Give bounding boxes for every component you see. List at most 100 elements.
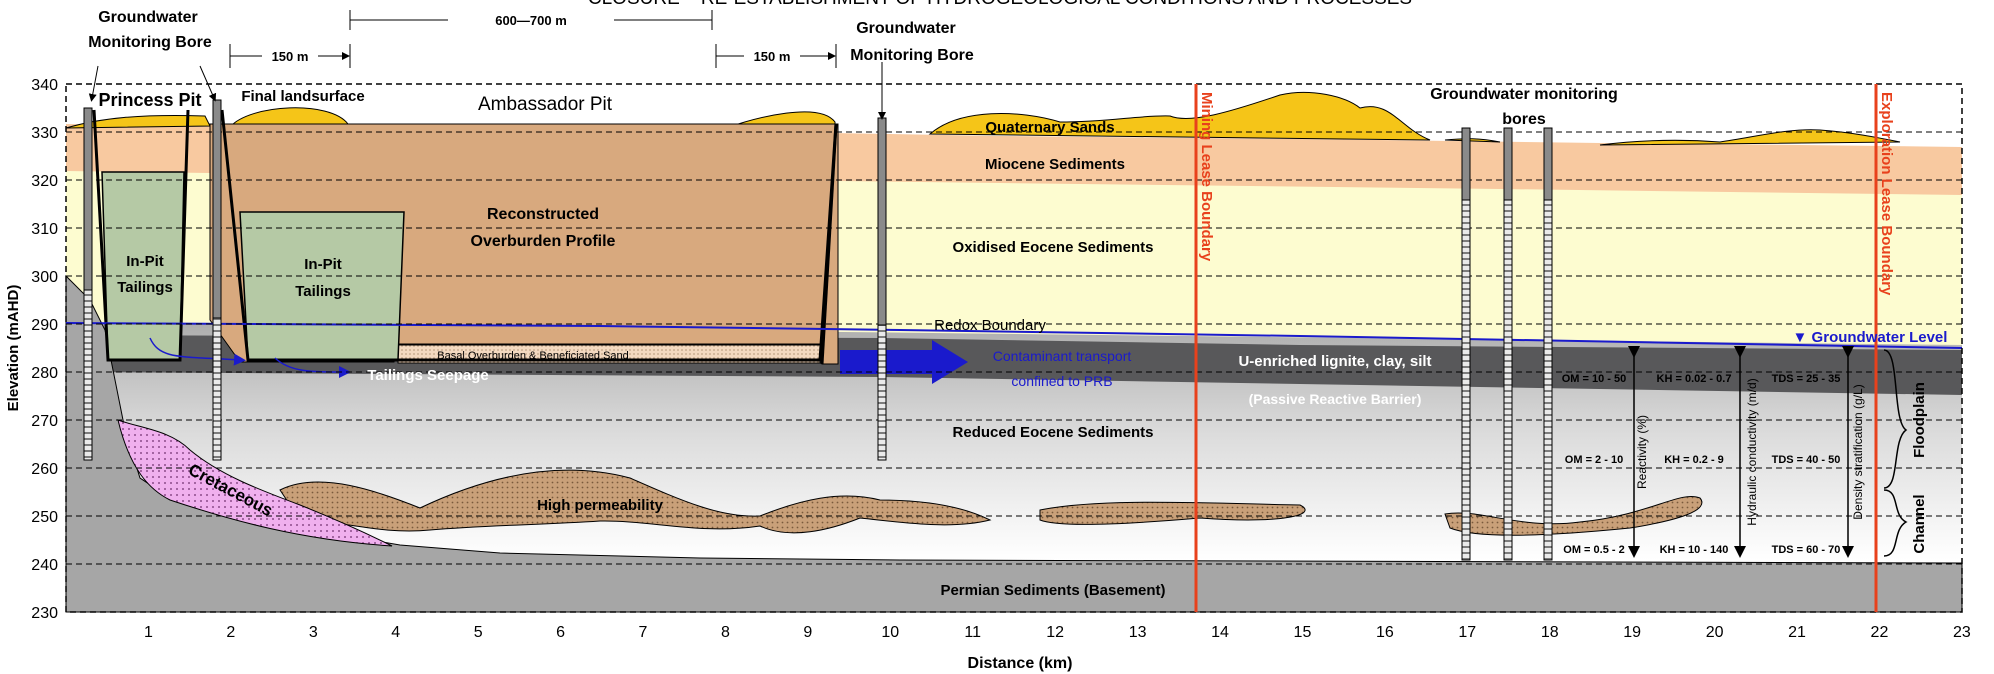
y-tick-label: 260 xyxy=(31,461,58,478)
x-tick-label: 20 xyxy=(1706,624,1724,641)
monitoring-left-2: Monitoring Bore xyxy=(88,34,212,51)
channel-brace xyxy=(1883,489,1908,557)
princess-pit-wall xyxy=(92,109,190,362)
prb-label: (Passive Reactive Barrier) xyxy=(1249,391,1422,407)
x-axis-label: Distance (km) xyxy=(968,655,1073,672)
x-tick-label: 22 xyxy=(1871,624,1889,641)
y-tick-label: 340 xyxy=(31,77,58,94)
x-tick-label: 6 xyxy=(556,624,565,641)
monitoring-mid-1: Groundwater xyxy=(856,20,956,37)
quaternary-label: Quaternary Sands xyxy=(985,119,1114,136)
dimension-lines xyxy=(88,10,886,120)
conductivity-label: Hydraulic conductivity (m/d) xyxy=(1745,378,1759,525)
y-tick-label: 230 xyxy=(31,605,58,622)
miocene-label: Miocene Sediments xyxy=(985,156,1125,173)
seepage-label: Tailings Seepage xyxy=(367,367,488,384)
redox-label: Redox Boundary xyxy=(934,317,1046,334)
high-permeability-label: High permeability xyxy=(537,497,664,514)
x-tick-label: 5 xyxy=(474,624,483,641)
y-tick-label: 250 xyxy=(31,509,58,526)
y-tick-label: 310 xyxy=(31,221,58,238)
y-axis-label: Elevation (mAHD) xyxy=(5,285,22,412)
tds-top: TDS = 25 - 35 xyxy=(1772,373,1841,385)
y-tick-label: 270 xyxy=(31,413,58,430)
y-tick-label: 280 xyxy=(31,365,58,382)
monitoring-left-1: Groundwater xyxy=(98,9,198,26)
x-tick-label: 3 xyxy=(309,624,318,641)
quaternary-sands-layer xyxy=(65,91,1901,146)
groundwater-level-label: ▼ Groundwater Level xyxy=(1793,329,1948,346)
monitoring-mid-2: Monitoring Bore xyxy=(850,47,974,64)
om-top: OM = 10 - 50 xyxy=(1562,373,1627,385)
exploration-lease-label: Exploration Lease Boundary xyxy=(1878,92,1895,296)
x-tick-label: 13 xyxy=(1129,624,1147,641)
bore-casing xyxy=(1503,127,1513,201)
y-axis-ticks: 230 240 250 260 270 280 290 300 310 320 330 340 xyxy=(31,77,58,622)
x-tick-label: 10 xyxy=(881,624,899,641)
span-right-label: 150 m xyxy=(754,49,791,64)
ambassador-pit-label: Ambassador Pit xyxy=(478,94,613,115)
contaminant-arrow xyxy=(840,340,968,384)
bore-casing xyxy=(212,99,222,319)
x-tick-label: 23 xyxy=(1953,624,1971,641)
princess-pit-label: Princess Pit xyxy=(98,90,201,110)
y-tick-label: 320 xyxy=(31,173,58,190)
x-tick-label: 21 xyxy=(1788,624,1806,641)
bore-casing xyxy=(1543,127,1553,201)
reduced-label: Reduced Eocene Sediments xyxy=(953,424,1154,441)
groundwater-level-line xyxy=(65,322,1963,349)
lignite-label: U-enriched lignite, clay, silt xyxy=(1238,353,1431,370)
y-tick-label: 240 xyxy=(31,557,58,574)
x-tick-label: 2 xyxy=(226,624,235,641)
tailings-a-label-1: In-Pit xyxy=(126,253,164,270)
x-tick-label: 7 xyxy=(639,624,648,641)
x-tick-label: 14 xyxy=(1211,624,1229,641)
x-tick-label: 18 xyxy=(1541,624,1559,641)
bore-casing xyxy=(1461,127,1471,201)
reconstructed-label-2: Overburden Profile xyxy=(471,233,616,250)
floodplain-label: Floodplain xyxy=(1911,382,1928,458)
bore-casing xyxy=(877,117,887,326)
reconstructed-label-1: Reconstructed xyxy=(487,206,599,223)
channel-label: Channel xyxy=(1911,494,1928,553)
x-tick-label: 12 xyxy=(1046,624,1064,641)
figure-title: CLOSURE – RE-ESTABLISHMENT OF HYDROGEOLO… xyxy=(588,0,1412,9)
tailings-b-label-1: In-Pit xyxy=(304,256,342,273)
k-top: KH = 0.02 - 0.7 xyxy=(1657,373,1732,385)
seepage-arrow-2 xyxy=(274,357,351,378)
y-tick-label: 290 xyxy=(31,317,58,334)
x-tick-label: 11 xyxy=(964,624,981,641)
basal-label: Basal Overburden & Beneficiated Sand xyxy=(437,350,628,362)
pits xyxy=(92,109,839,365)
contaminant-label-2: confined to PRB xyxy=(1011,373,1112,389)
x-tick-label: 9 xyxy=(803,624,812,641)
om-mid: OM = 2 - 10 xyxy=(1565,454,1623,466)
grid xyxy=(66,131,1962,565)
reactivity-label: Reactivity (%) xyxy=(1635,415,1649,489)
oxidised-label: Oxidised Eocene Sediments xyxy=(953,239,1154,256)
bore-screen xyxy=(1543,199,1553,561)
x-tick-label: 17 xyxy=(1458,624,1476,641)
x-tick-label: 4 xyxy=(391,624,400,641)
monitoring-right-1: Groundwater monitoring xyxy=(1430,86,1618,103)
om-bot: OM = 0.5 - 2 xyxy=(1563,544,1624,556)
bore-casing xyxy=(83,107,93,291)
bore-screen xyxy=(877,324,887,461)
x-tick-label: 1 xyxy=(144,624,153,641)
contaminant-label-1: Contaminant transport xyxy=(993,348,1132,364)
x-tick-label: 16 xyxy=(1376,624,1394,641)
permian-label: Permian Sediments (Basement) xyxy=(940,582,1165,599)
y-tick-label: 300 xyxy=(31,269,58,286)
final-landsurface-label: Final landsurface xyxy=(241,88,364,105)
seepage-arrow-1 xyxy=(149,337,246,366)
tds-bot: TDS = 60 - 70 xyxy=(1772,544,1841,556)
ambassador-pit-wall-right xyxy=(820,123,838,365)
y-tick-label: 330 xyxy=(31,125,58,142)
x-tick-label: 15 xyxy=(1294,624,1312,641)
monitoring-right-2: bores xyxy=(1502,111,1546,128)
bore-screen xyxy=(83,289,93,461)
span-main-label: 600—700 m xyxy=(495,13,567,28)
plot-frame xyxy=(65,83,1963,613)
bore-screen xyxy=(1461,199,1471,561)
